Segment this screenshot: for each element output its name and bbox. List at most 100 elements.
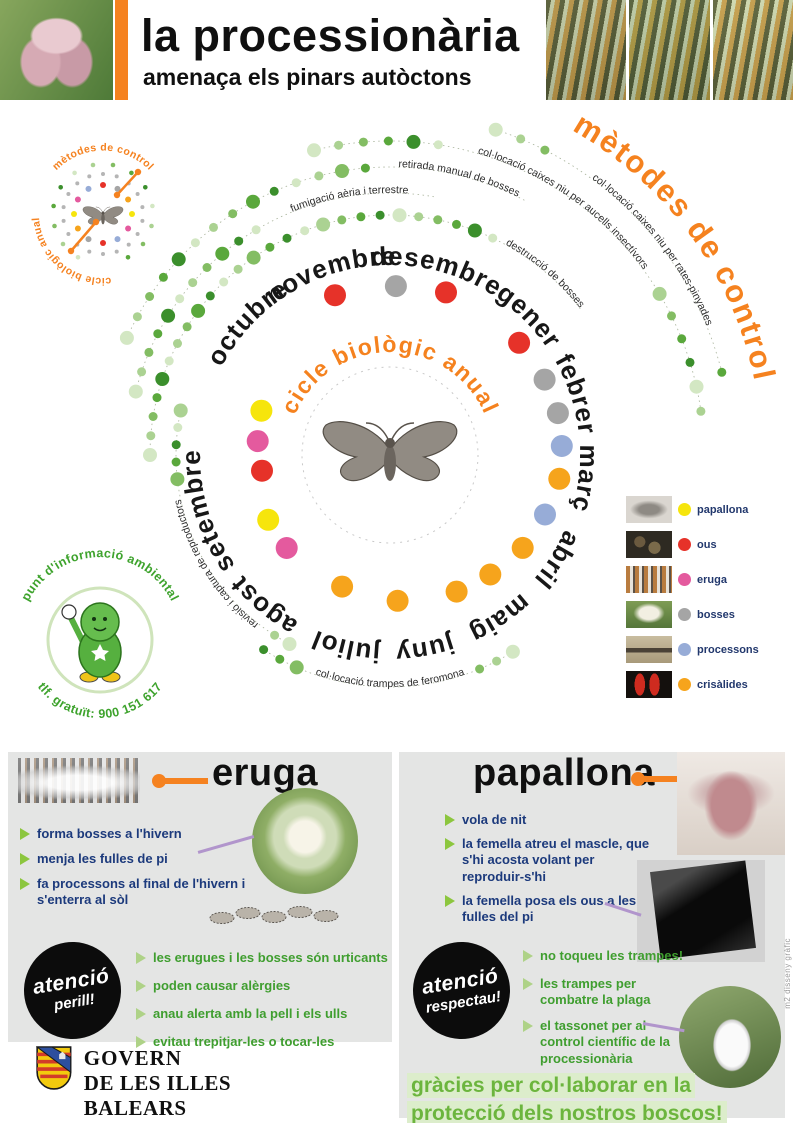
control-arc-dot: [314, 171, 324, 181]
control-arc-dot: [219, 277, 229, 287]
papallona-photo: [677, 752, 785, 855]
crisalides-photo: [626, 671, 672, 698]
stage-dot-eruga: [275, 537, 298, 559]
control-arc-dot: [205, 291, 215, 301]
stage-dot-crisalides: [511, 536, 534, 559]
mini-ring-dot: [66, 192, 71, 196]
control-arc-dot: [173, 339, 182, 348]
control-arc-dot: [215, 246, 230, 261]
mini-ring-dot: [125, 196, 132, 203]
mini-ring-dot: [71, 211, 77, 217]
mini-ring-dot: [129, 211, 135, 217]
control-arc-dot: [188, 278, 198, 288]
control-arc-dot: [146, 431, 156, 441]
cycle-title: cicle biològic anual: [276, 331, 504, 418]
trap-photo: [637, 860, 765, 962]
control-arc-dot: [433, 140, 443, 150]
mini-ring-dot: [114, 174, 119, 179]
papallona-warning-1: no toqueu les trampes!: [523, 948, 683, 964]
papallona-warning-2: les trampes per combatre la plaga: [523, 976, 691, 1009]
control-arc-dot: [540, 145, 550, 155]
legend-dot-papallona: [678, 503, 691, 516]
eruga-panel: eruga forma bosses a l'hivern menja les …: [8, 752, 392, 1049]
title-line: [641, 776, 685, 782]
bullet-arrow-icon: [136, 1036, 146, 1048]
trap-cup-photo: [679, 986, 781, 1088]
control-arc-dot: [334, 140, 344, 150]
eruga-warning-2: poden causar alèrgies: [136, 978, 290, 994]
control-arc-dot: [335, 164, 349, 178]
eruga-photo: [18, 758, 140, 803]
legend-dot-crisalides: [678, 678, 691, 691]
warning-circle-perill: atenció perill!: [17, 935, 128, 1046]
eruga-title: eruga: [212, 752, 318, 794]
mini-ring-dot: [85, 236, 92, 243]
mini-ring-dot: [101, 252, 105, 256]
bullet-arrow-icon: [523, 1020, 533, 1032]
control-title: mètodes de control: [568, 108, 782, 384]
mini-ring-dot: [150, 203, 155, 209]
control-arc-dot: [161, 308, 176, 323]
bullet-arrow-icon: [136, 1008, 146, 1020]
month-juny: juny: [394, 629, 459, 669]
control-arc-dot: [209, 222, 218, 232]
legend-row-ous: ous: [626, 531, 786, 558]
inner-dotted-ring: [301, 366, 479, 544]
control-arc-dot: [375, 210, 385, 220]
legend-label: ous: [697, 538, 717, 551]
title-line: [164, 778, 208, 784]
procession-illustration: [209, 906, 339, 924]
control-arc-dot: [246, 250, 261, 265]
control-arc-dot: [467, 223, 482, 238]
control-arc-dot: [265, 242, 275, 252]
control-arc-dot: [145, 292, 155, 301]
control-arc-dot: [202, 263, 212, 272]
mascot-glove: [61, 604, 77, 620]
mini-ring-dot: [87, 249, 92, 254]
control-arc-dot: [289, 660, 304, 675]
mini-ring-dot: [143, 185, 148, 190]
orange-dot: [152, 774, 166, 788]
stage-dot-crisalides: [548, 467, 571, 490]
mini-ring-dot: [51, 203, 56, 209]
month-juliol: juliol: [307, 624, 382, 668]
eruga-photo: [626, 566, 672, 593]
warning-circle-respectau: atenció respectau!: [406, 935, 517, 1046]
mini-ring-dot: [61, 218, 66, 223]
mini-leader-line: [70, 221, 97, 252]
control-arc-dot: [414, 212, 424, 222]
eruga-warning-1: les erugues i les bosses són urticants: [136, 950, 388, 966]
mini-ring-dot: [58, 185, 63, 190]
papallona-bullet-1: vola de nit: [445, 812, 526, 828]
mascot-smile: [93, 627, 107, 632]
control-arc-dot: [269, 186, 279, 196]
control-arc-dot: [337, 215, 347, 225]
legend-label: processons: [697, 643, 759, 656]
mini-ring-dot: [60, 241, 66, 247]
mini-ring-dot: [114, 185, 121, 192]
bullet-text: forma bosses a l'hivern: [37, 826, 182, 841]
papallona-warning-3: el tassonet per al control científic de …: [523, 1018, 691, 1067]
month-març: març: [566, 445, 604, 516]
bullet-arrow-icon: [20, 853, 30, 865]
moth-illustration: [323, 422, 457, 481]
caterpillar-photo-3: [712, 0, 793, 100]
legend-row-bosses: bosses: [626, 601, 786, 628]
papallona-title: papallona: [473, 752, 655, 794]
stage-dot-crisalides: [331, 575, 354, 598]
thanks-message: gràcies per col·laborar en la protecció …: [407, 1072, 755, 1123]
stage-dot-ous: [324, 284, 346, 307]
mini-ring-dot: [74, 196, 81, 203]
bullet-arrow-icon: [523, 950, 533, 962]
bullet-text: fa processons al final de l'hivern i s'e…: [37, 876, 246, 908]
control-arc-dot: [291, 178, 301, 188]
control-arc-dot: [259, 645, 269, 655]
papallona-bullet-2: la femella atreu el mascle, que s'hi aco…: [445, 836, 651, 885]
govern-name-1: GOVERN: [83, 1046, 182, 1070]
design-credit: m2 disseny gràfic: [783, 938, 792, 1009]
stage-dot-ous: [435, 281, 457, 304]
papallona-panel: papallona vola de nit la femella atreu e…: [399, 752, 785, 1123]
caterpillar-photo-2: [629, 0, 710, 100]
mini-ring-dot: [125, 255, 131, 260]
control-arc-dot: [282, 637, 297, 651]
